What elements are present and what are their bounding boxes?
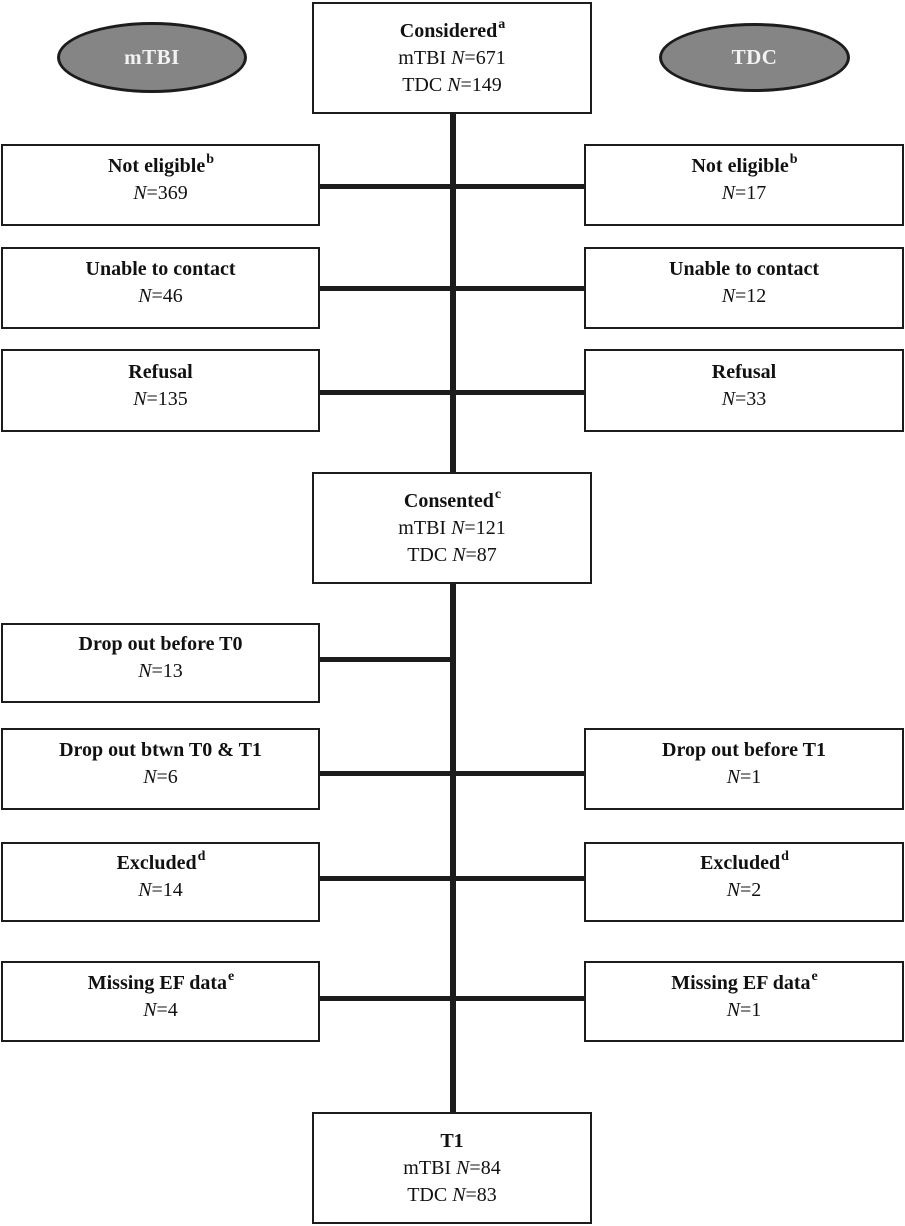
mtbi-not-eligible-box: Not eligibleb N=369 [1, 144, 320, 226]
mtbi-group-label: mTBI [124, 45, 180, 69]
footnote-marker: b [206, 152, 214, 168]
connector-not-eligible [319, 184, 585, 189]
footnote-marker: c [494, 486, 502, 502]
footnote-marker: d [197, 849, 206, 865]
consented-mtbi-count: mTBI N=121 [398, 516, 506, 539]
tdc-unable-to-contact-box: Unable to contact N=12 [584, 247, 904, 329]
footnote-marker: d [781, 849, 789, 865]
count: N=6 [143, 766, 178, 788]
count: N=17 [721, 182, 767, 204]
considered-box: Considereda mTBI N=671 TDC N=149 [312, 2, 592, 114]
connector-dropout-before-t0 [319, 657, 456, 662]
t1-mtbi-count: mTBI N=84 [403, 1156, 501, 1179]
mtbi-excluded-box: Excludedd N=14 [1, 842, 320, 922]
considered-title: Considereda [399, 16, 506, 42]
count: N=2 [726, 879, 762, 901]
count: N=369 [133, 182, 188, 204]
count: N=14 [138, 879, 183, 901]
connector-missing-ef-data [319, 996, 585, 1001]
count: N=1 [726, 766, 762, 788]
considered-mtbi-count: mTBI N=671 [398, 46, 506, 69]
count: N=46 [138, 285, 183, 307]
t1-box: T1 mTBI N=84 TDC N=83 [312, 1112, 592, 1224]
tdc-group-label: TDC [731, 45, 778, 69]
tdc-dropout-before-t1-box: Drop out before T1 N=1 [584, 728, 904, 810]
count: N=1 [726, 998, 762, 1021]
center-flow-line [450, 112, 456, 1112]
mtbi-refusal-box: Refusal N=135 [1, 349, 320, 432]
considered-tdc-count: TDC N=149 [402, 73, 502, 96]
footnote-marker: a [498, 16, 506, 32]
mtbi-dropout-t0-t1-box: Drop out btwn T0 & T1 N=6 [1, 728, 320, 810]
footnote-marker: e [811, 968, 818, 984]
footnote-marker: e [228, 968, 235, 984]
count: N=12 [721, 285, 767, 307]
connector-excluded [319, 876, 585, 881]
connector-refusal [319, 390, 585, 395]
mtbi-group-ellipse: mTBI [57, 22, 247, 93]
tdc-refusal-box: Refusal N=33 [584, 349, 904, 432]
mtbi-unable-to-contact-box: Unable to contact N=46 [1, 247, 320, 329]
count: N=4 [143, 998, 178, 1021]
consented-tdc-count: TDC N=87 [407, 543, 497, 566]
count: N=13 [138, 660, 183, 682]
t1-tdc-count: TDC N=83 [407, 1183, 497, 1206]
tdc-group-ellipse: TDC [659, 23, 850, 92]
connector-unable-to-contact [319, 286, 585, 291]
mtbi-missing-ef-data-box: Missing EF datae N=4 [1, 961, 320, 1042]
t1-title: T1 [440, 1129, 464, 1152]
footnote-marker: b [789, 152, 798, 168]
connector-dropout-t0-t1 [319, 771, 585, 776]
consented-box: Consentedc mTBI N=121 TDC N=87 [312, 472, 592, 584]
mtbi-dropout-before-t0-box: Drop out before T0 N=13 [1, 623, 320, 703]
tdc-missing-ef-data-box: Missing EF datae N=1 [584, 961, 904, 1042]
tdc-not-eligible-box: Not eligibleb N=17 [584, 144, 904, 226]
count: N=135 [133, 387, 188, 410]
consented-title: Consentedc [403, 486, 502, 512]
count: N=33 [721, 387, 767, 410]
tdc-excluded-box: Excludedd N=2 [584, 842, 904, 922]
